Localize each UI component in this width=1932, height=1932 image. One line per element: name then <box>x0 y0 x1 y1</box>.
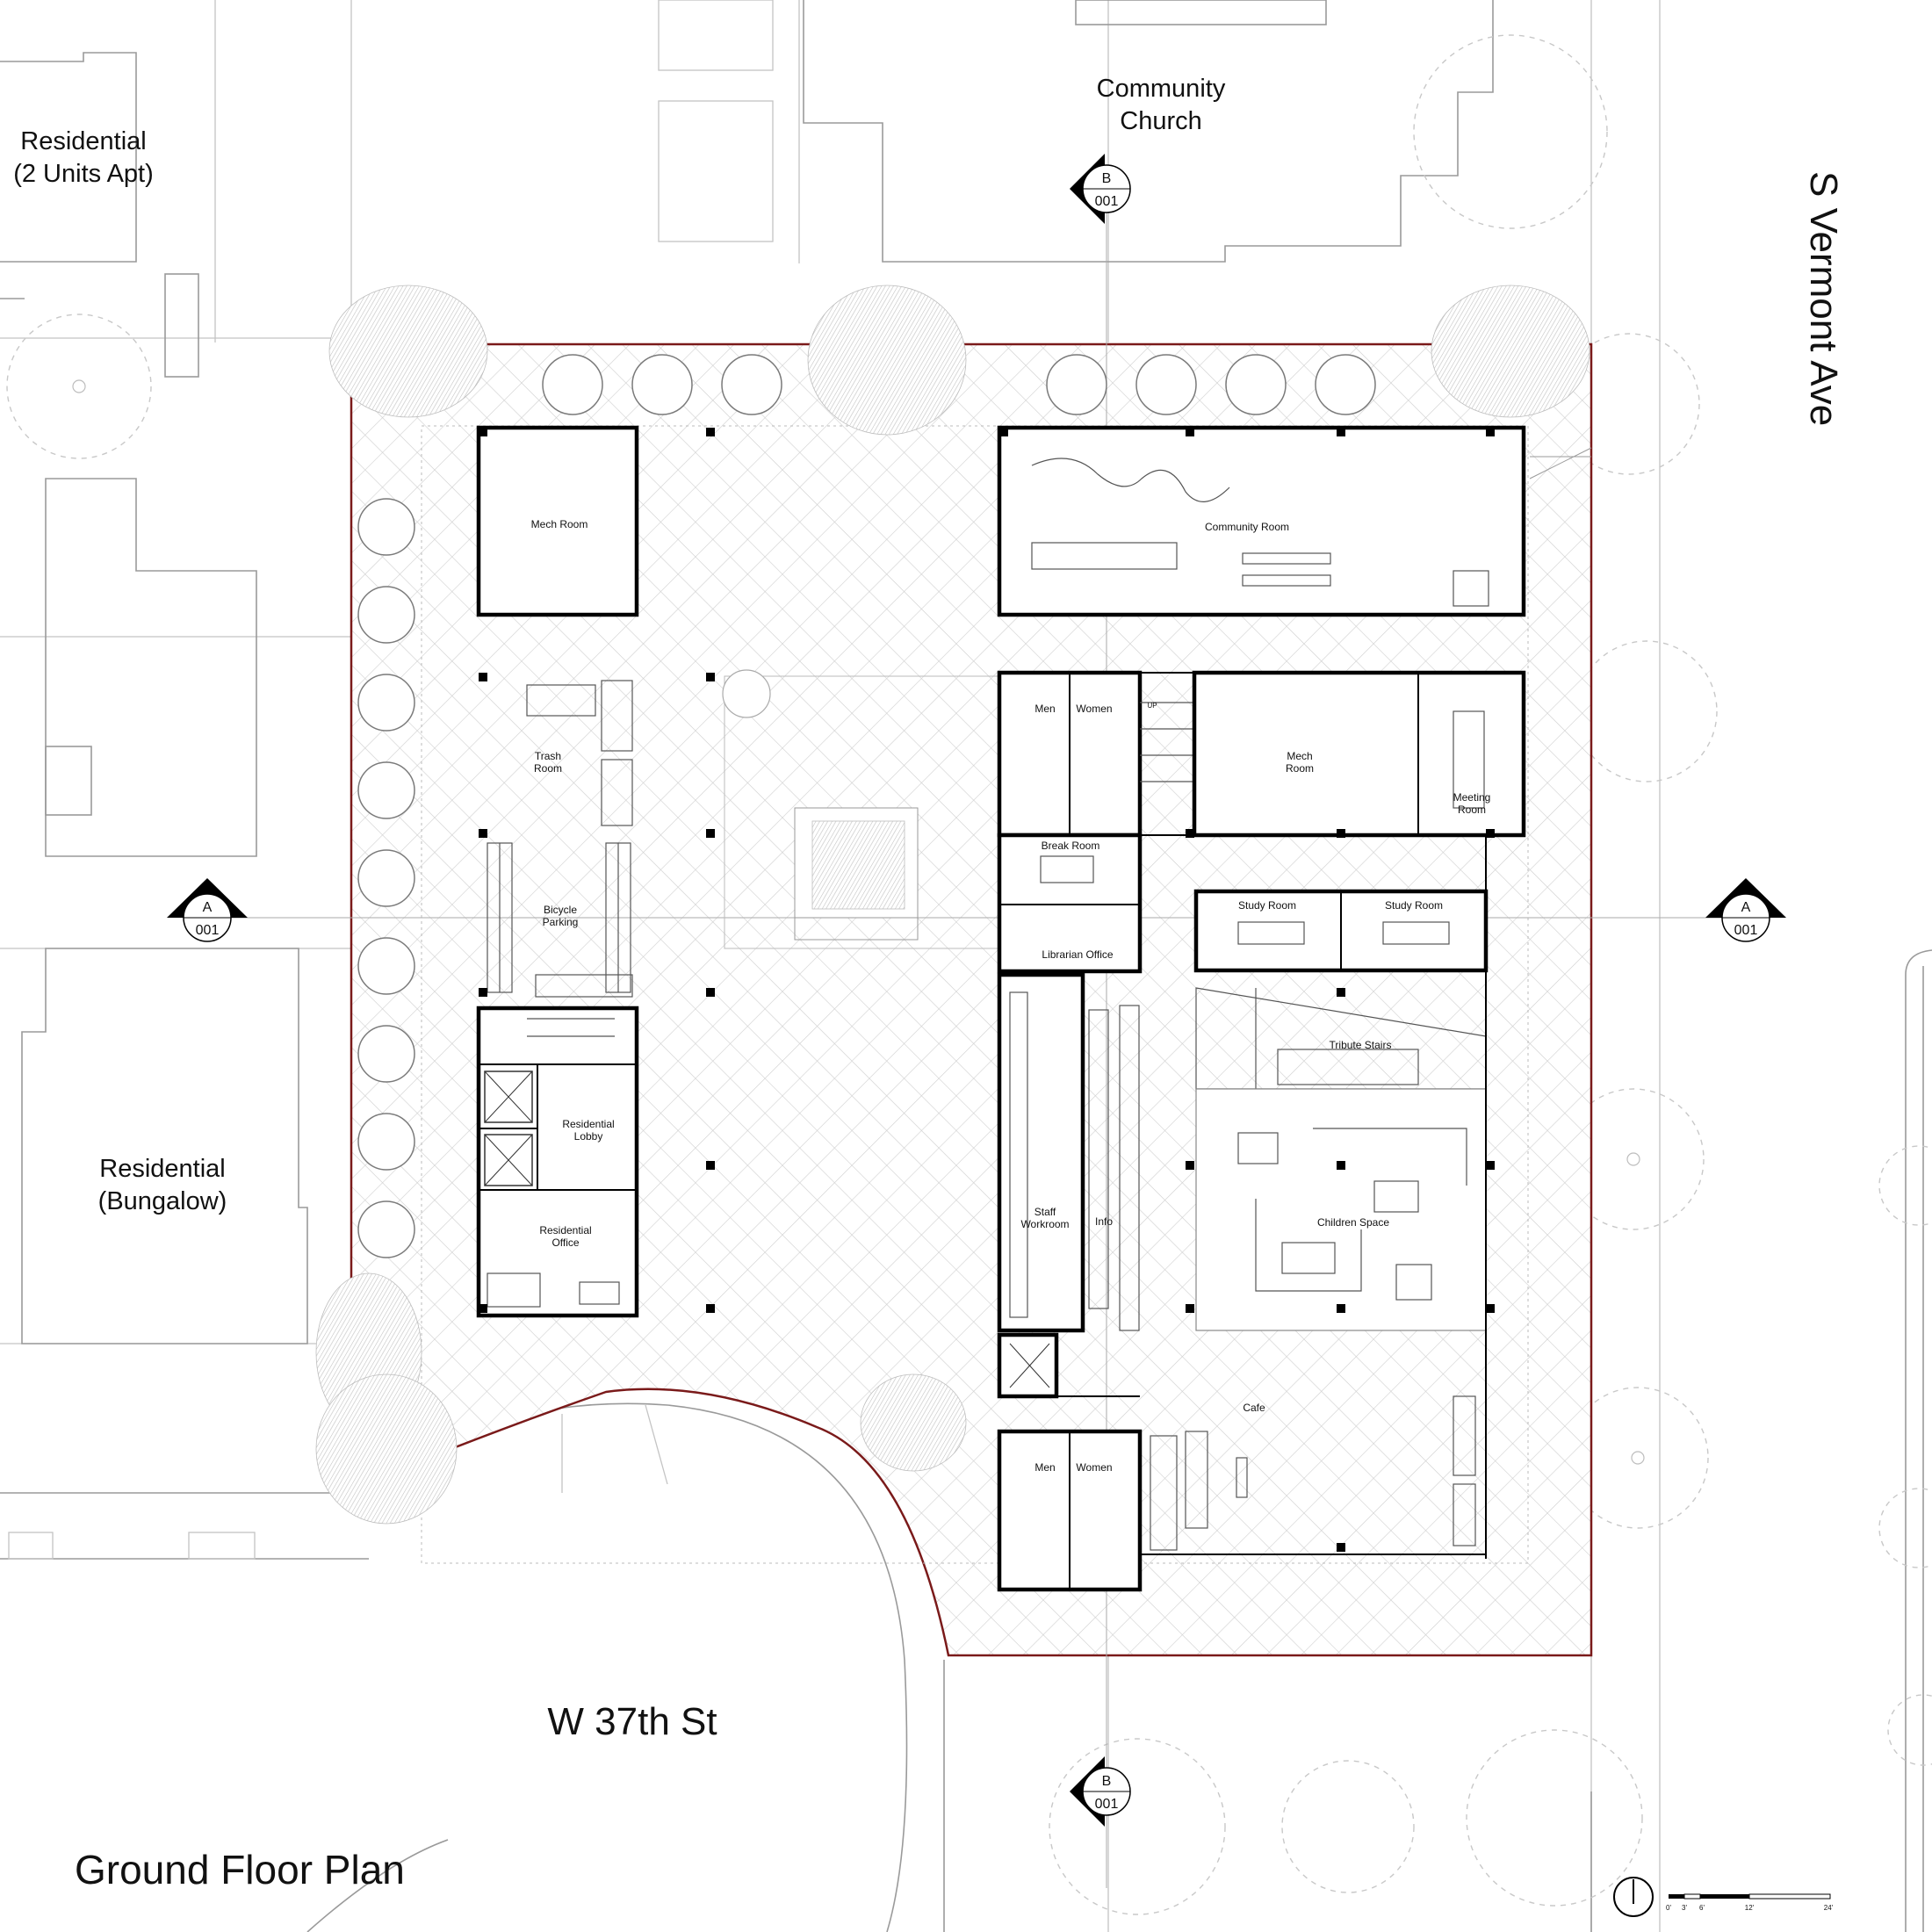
svg-text:12': 12' <box>1745 1904 1755 1912</box>
label-staff-workroom-2: Workroom <box>1020 1218 1069 1230</box>
east-wing <box>997 425 1526 1592</box>
north-arrow <box>1613 1877 1654 1917</box>
svg-text:001: 001 <box>1095 194 1119 209</box>
label-mech-room-nw: Mech Room <box>531 518 588 530</box>
room-labels: Mech Room Community Room Trash Room Bicy… <box>531 518 1491 1474</box>
svg-text:A: A <box>1741 900 1751 915</box>
label-bicycle-1: Bicycle <box>544 904 577 916</box>
label-trash-room-2: Room <box>534 762 562 775</box>
label-librarian-office: Librarian Office <box>1042 948 1113 961</box>
street-label-south: W 37th St <box>547 1700 717 1743</box>
apt-footprint <box>0 52 137 263</box>
bungalow-label-2: (Bungalow) <box>98 1187 227 1215</box>
plan-title: Ground Floor Plan <box>75 1847 405 1892</box>
section-marker-a-right: A 001 <box>1705 878 1786 942</box>
structural-columns <box>479 428 1495 1552</box>
svg-text:24': 24' <box>1824 1904 1834 1912</box>
church-label-2: Church <box>1120 107 1202 135</box>
label-study-room-2: Study Room <box>1385 899 1443 912</box>
label-cafe: Cafe <box>1243 1402 1265 1414</box>
svg-text:B: B <box>1102 171 1112 186</box>
apt-label-2: (2 Units Apt) <box>13 160 154 188</box>
svg-text:001: 001 <box>196 923 220 938</box>
church-label-1: Community <box>1097 75 1226 103</box>
apt-label-1: Residential <box>20 127 146 155</box>
label-bicycle-2: Parking <box>543 916 579 928</box>
svg-text:6': 6' <box>1699 1904 1705 1912</box>
label-trash-room-1: Trash <box>535 750 561 762</box>
label-women-lower: Women <box>1076 1461 1112 1474</box>
label-res-office-2: Office <box>551 1236 579 1249</box>
scale-bar: 0' 3' 6' 12' 24' <box>1666 1893 1834 1912</box>
bungalow-label-1: Residential <box>99 1155 225 1183</box>
svg-text:3': 3' <box>1682 1904 1687 1912</box>
label-info: Info <box>1095 1215 1113 1228</box>
church-footprint <box>803 0 1494 263</box>
label-stair-up: UP <box>1147 702 1157 710</box>
label-men-upper: Men <box>1034 703 1055 715</box>
label-mech-center-1: Mech <box>1287 750 1312 762</box>
west-wing <box>476 425 639 1318</box>
label-res-office-1: Residential <box>539 1224 591 1236</box>
label-study-room-1: Study Room <box>1238 899 1296 912</box>
street-label-east: S Vermont Ave <box>1802 171 1845 426</box>
svg-text:A: A <box>203 900 213 915</box>
landscape-shrubs <box>315 285 1590 1525</box>
label-children-space: Children Space <box>1317 1216 1389 1229</box>
section-marker-b-top: B 001 <box>1070 154 1131 224</box>
svg-text:001: 001 <box>1734 923 1758 938</box>
label-break-room: Break Room <box>1042 840 1100 852</box>
label-women-upper: Women <box>1076 703 1112 715</box>
svg-text:0': 0' <box>1666 1904 1671 1912</box>
label-meeting-1: Meeting <box>1453 791 1491 804</box>
section-marker-b-bottom: B 001 <box>1070 1756 1131 1827</box>
svg-text:001: 001 <box>1095 1797 1119 1812</box>
label-community-room: Community Room <box>1205 521 1289 533</box>
label-res-lobby-2: Lobby <box>574 1130 603 1143</box>
tree-row <box>357 354 1376 1258</box>
label-staff-workroom-1: Staff <box>1034 1206 1056 1218</box>
bungalow-footprint <box>21 948 308 1344</box>
label-mech-center-2: Room <box>1286 762 1314 775</box>
svg-text:B: B <box>1102 1774 1112 1789</box>
label-men-lower: Men <box>1034 1461 1055 1474</box>
label-meeting-2: Room <box>1458 804 1486 816</box>
label-res-lobby-1: Residential <box>562 1118 614 1130</box>
section-marker-a-left: A 001 <box>167 878 248 942</box>
label-tribute-stairs: Tribute Stairs <box>1330 1039 1392 1051</box>
